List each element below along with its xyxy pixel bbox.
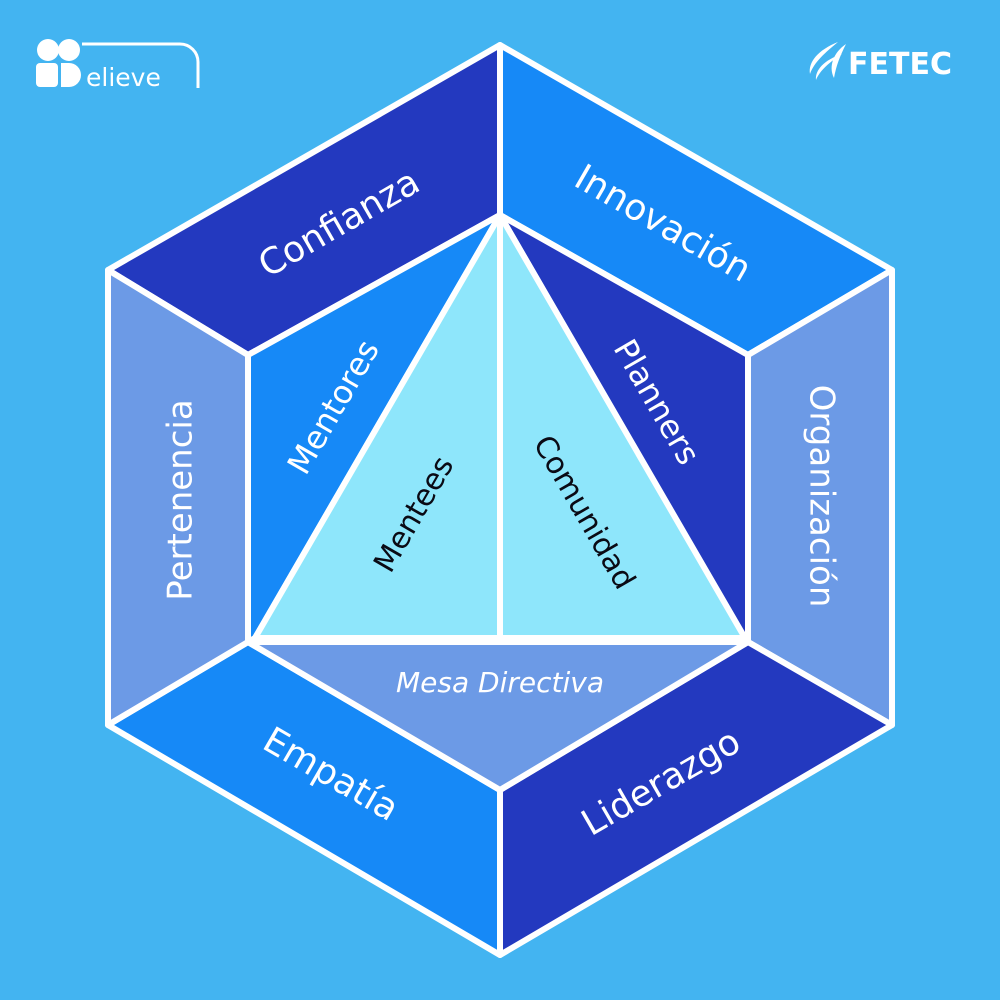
fetec-logo-text: FETEC	[848, 47, 952, 82]
logo-arc	[82, 42, 200, 88]
logo-b-shape	[61, 63, 81, 87]
flame-icon	[809, 42, 846, 80]
label-pertenencia: Pertenencia	[161, 399, 201, 600]
logo-circle-2	[58, 39, 80, 61]
segment-comunidad	[497, 212, 748, 641]
logo-block-1	[36, 63, 58, 87]
segment-mesa-directiva	[245, 639, 751, 793]
believe-logo-text: elieve	[86, 63, 161, 92]
label-mesa-directiva: Mesa Directiva	[396, 666, 604, 699]
logo-circle-1	[37, 39, 59, 61]
believe-logo: elieve	[36, 39, 200, 92]
label-organizacion: Organización	[802, 385, 842, 608]
fetec-logo: FETEC	[809, 42, 952, 82]
